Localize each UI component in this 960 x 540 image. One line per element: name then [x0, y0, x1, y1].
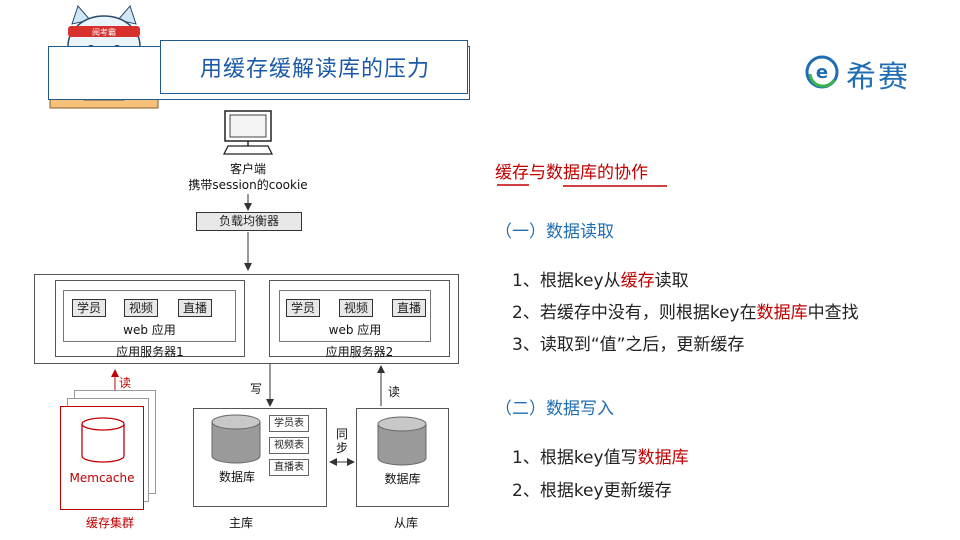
mascot-headband-text: 阅考霸: [92, 28, 116, 37]
module-video-2: 视频: [339, 299, 373, 317]
svg-text:e: e: [816, 62, 828, 83]
module-student-2: 学员: [286, 299, 320, 317]
table-live: 直播表: [269, 459, 309, 476]
client-label: 客户端: [229, 162, 266, 176]
section-read-heading: （一）数据读取: [495, 222, 614, 242]
sync-label-1: 同: [336, 427, 349, 441]
write-step-2: 2、根据key更新缓存: [512, 481, 672, 501]
table-student: 学员表: [269, 415, 309, 432]
write-label: 写: [250, 382, 263, 396]
e-logo-icon: e: [805, 55, 839, 89]
module-student-1: 学员: [72, 299, 106, 317]
master-db-cylinder-icon: [211, 414, 261, 464]
master-db-label: 数据库: [218, 470, 255, 484]
web-app-label-2: web 应用: [328, 323, 382, 337]
module-live-2: 直播: [392, 299, 426, 317]
write-step-1: 1、根据key值写数据库: [512, 448, 689, 468]
cache-read-label: 读: [119, 376, 132, 390]
read-label: 读: [388, 385, 401, 399]
heading-underline: [497, 184, 667, 187]
web-app-label-1: web 应用: [123, 323, 176, 337]
module-video-1: 视频: [124, 299, 158, 317]
load-balancer: 负载均衡器: [196, 212, 302, 231]
read-step-1: 1、根据key从缓存读取: [512, 271, 689, 291]
cache-cluster-label: 缓存集群: [85, 516, 134, 530]
page-title: 用缓存缓解读库的压力: [199, 57, 430, 82]
title-banner: [160, 40, 468, 94]
app-server-2-label: 应用服务器2: [325, 345, 394, 359]
panel-heading: 缓存与数据库的协作: [495, 163, 648, 183]
app-server-1-label: 应用服务器1: [116, 345, 184, 359]
slave-db-label: 数据库: [384, 472, 421, 486]
read-step-3: 3、读取到“值”之后，更新缓存: [512, 335, 745, 355]
module-live-1: 直播: [178, 299, 212, 317]
slave-label: 从库: [393, 516, 418, 530]
logo-text: 希赛: [846, 60, 910, 95]
table-video: 视频表: [269, 437, 309, 454]
slave-db-cylinder-icon: [377, 416, 427, 466]
client-sub-label: 携带session的cookie: [188, 178, 308, 192]
computer-icon: [222, 110, 274, 155]
sync-label-2: 步: [336, 441, 349, 455]
memcache-label: Memcache: [69, 471, 135, 485]
memcache-cylinder-icon: [81, 417, 125, 463]
master-label: 主库: [228, 516, 253, 530]
section-write-heading: （二）数据写入: [495, 399, 614, 419]
read-step-2: 2、若缓存中没有，则根据key在数据库中查找: [512, 303, 859, 323]
